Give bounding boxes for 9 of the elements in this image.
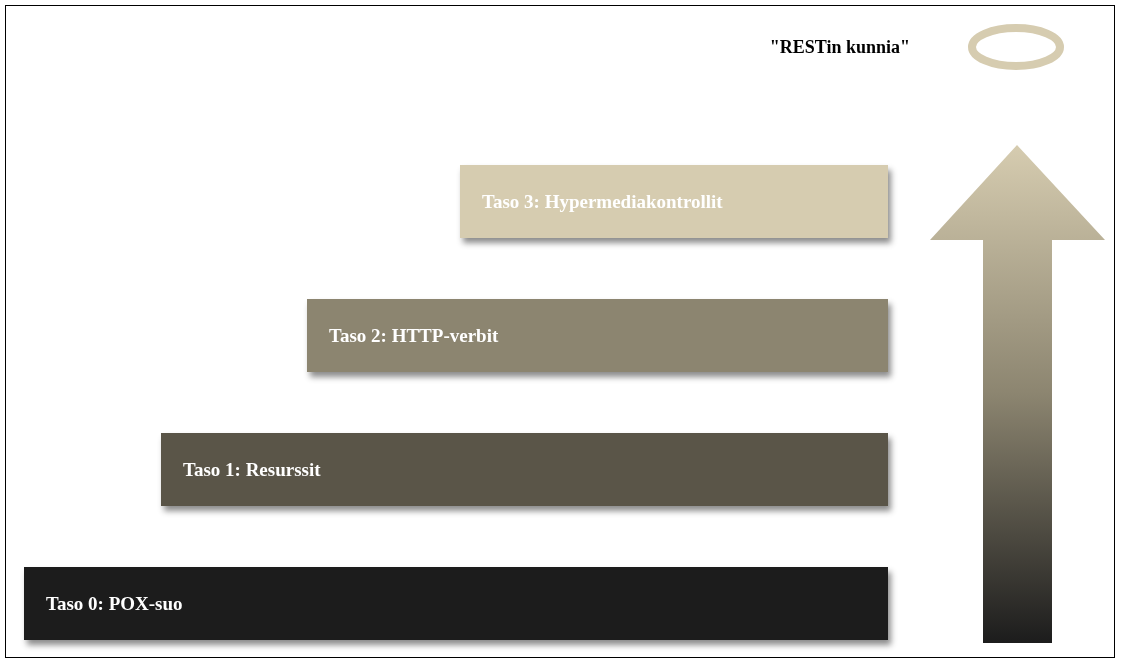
halo-caption: "RESTin kunnia" [769, 37, 910, 58]
level-bar [24, 567, 888, 640]
level-label: Taso 1: Resurssit [183, 458, 321, 481]
level-bar [307, 299, 888, 372]
level-bar [460, 165, 888, 238]
level-label: Taso 2: HTTP-verbit [329, 324, 499, 347]
level-label: Taso 0: POX-suo [46, 592, 183, 615]
level-bar [161, 433, 888, 506]
level-label: Taso 3: Hypermediakontrollit [482, 190, 723, 213]
